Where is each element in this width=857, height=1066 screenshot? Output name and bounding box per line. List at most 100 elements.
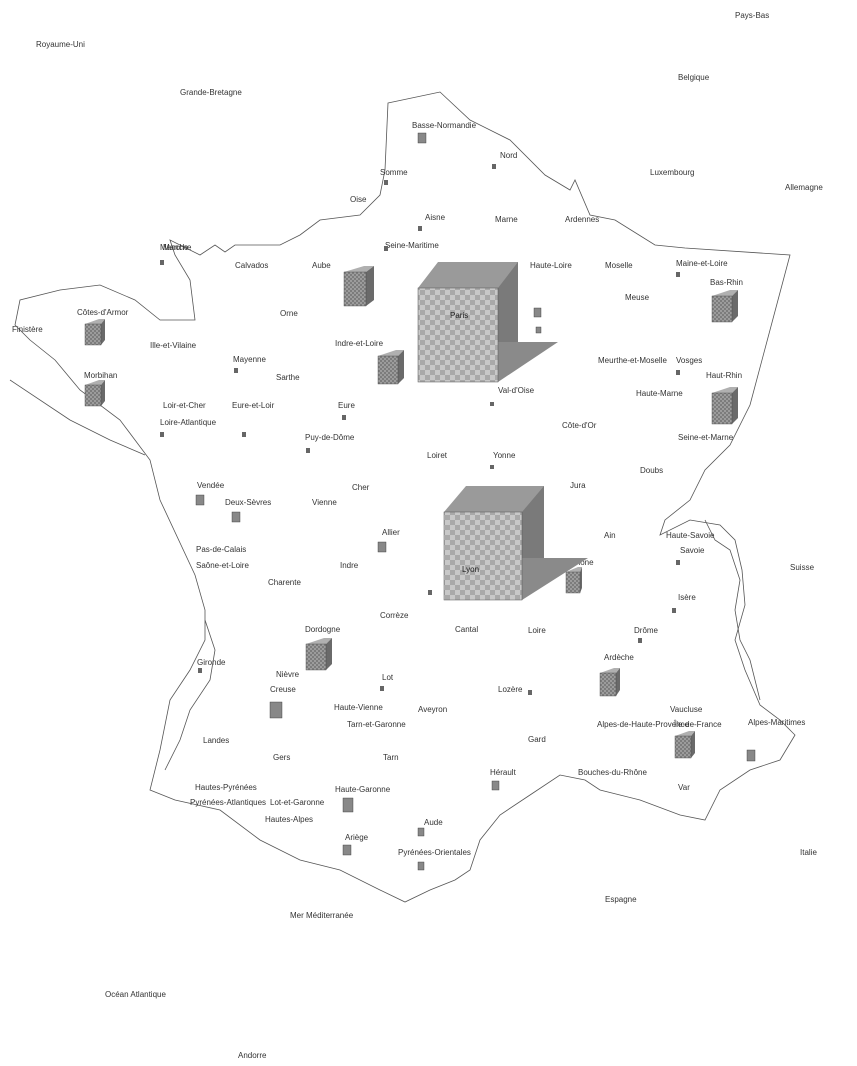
region-label: Aveyron: [418, 705, 447, 714]
region-label: Pyrénées-Orientales: [398, 848, 471, 857]
region-label: Alpes-de-Haute-Provence: [597, 720, 690, 729]
region-label: Haute-Loire: [530, 261, 572, 270]
region-label: Meuse: [625, 293, 650, 302]
region-label: Loir-et-Cher: [163, 401, 206, 410]
cube-paris-top: [418, 262, 518, 288]
region-label: Puy-de-Dôme: [305, 433, 355, 442]
region-label: Pyrénées-Atlantiques: [190, 798, 266, 807]
marker: [417, 132, 427, 144]
cube-paris-front: [417, 287, 499, 383]
region-label: Deux-Sèvres: [225, 498, 271, 507]
cube-medium: [565, 567, 582, 594]
marker: [377, 541, 387, 553]
label-espagne: Espagne: [605, 895, 637, 904]
marker: [198, 668, 202, 673]
region-label: Ain: [604, 531, 616, 540]
region-label: Côte-d'Or: [562, 421, 597, 430]
region-label: Haute-Vienne: [334, 703, 383, 712]
marker: [672, 608, 676, 613]
marker: [160, 432, 164, 437]
region-label: Finistère: [12, 325, 43, 334]
cube-medium: [711, 290, 738, 323]
region-label: Cantal: [455, 625, 478, 634]
region-label: Haut-Rhin: [706, 371, 742, 380]
cube-lyon-front: [443, 511, 523, 601]
marker: [195, 494, 205, 506]
cube-paris-shadow: [498, 342, 558, 382]
marker: [160, 260, 164, 265]
region-label: Doubs: [640, 466, 663, 475]
region-label: Basse-Normandie: [412, 121, 477, 130]
region-label: Vaucluse: [670, 705, 703, 714]
region-label: Landes: [203, 736, 229, 745]
region-label: Ille-et-Vilaine: [150, 341, 197, 350]
marker: [380, 686, 384, 691]
marker: [306, 448, 310, 453]
marker: [746, 749, 756, 762]
region-label: Cher: [352, 483, 370, 492]
marker: [491, 780, 500, 791]
region-label: Lot: [382, 673, 394, 682]
region-label: Gers: [273, 753, 290, 762]
region-label: Manche: [163, 243, 192, 252]
region-label: Indre-et-Loire: [335, 339, 384, 348]
marker: [342, 797, 354, 813]
region-label: Loiret: [427, 451, 448, 460]
region-label: Loire-Atlantique: [160, 418, 217, 427]
region-label: Aube: [312, 261, 331, 270]
region-label: Sarthe: [276, 373, 300, 382]
region-label: Lozère: [498, 685, 523, 694]
marker: [417, 827, 425, 837]
region-label: Maine-et-Loire: [676, 259, 728, 268]
region-label: Gard: [528, 735, 546, 744]
marker: [418, 226, 422, 231]
region-label: Eure: [338, 401, 355, 410]
region-label: Pas-de-Calais: [196, 545, 246, 554]
region-label: Val-d'Oise: [498, 386, 535, 395]
cube-lyon-shadow: [522, 558, 588, 600]
marker: [638, 638, 642, 643]
region-label: Ardèche: [604, 653, 634, 662]
region-label: Saône-et-Loire: [196, 561, 249, 570]
france-outline: [14, 91, 796, 903]
region-label: Bouches-du-Rhône: [578, 768, 647, 777]
region-label: Moselle: [605, 261, 633, 270]
region-labels: Basse-Normandie Nord Somme Aisne Oise Ar…: [12, 121, 805, 857]
marker: [417, 861, 425, 871]
region-label: Vosges: [676, 356, 702, 365]
marker: [490, 402, 494, 406]
marker: [676, 272, 680, 277]
region-label: Oise: [350, 195, 367, 204]
region-label: Rhône: [570, 558, 594, 567]
region-label: Eure-et-Loir: [232, 401, 275, 410]
marker: [490, 465, 494, 469]
outside-labels: Pays-Bas Royaume-Uni Grande-Bretagne Bel…: [36, 11, 823, 1060]
region-label: Lot-et-Garonne: [270, 798, 325, 807]
cube-medium: [674, 731, 695, 759]
cube-medium: [343, 266, 374, 307]
region-label: Var: [678, 783, 690, 792]
marker: [492, 164, 496, 169]
cube-medium: [84, 380, 105, 407]
region-label: Haute-Garonne: [335, 785, 391, 794]
marker: [342, 415, 346, 420]
region-label: Indre: [340, 561, 359, 570]
cube-lyon-label: Lyon: [462, 565, 479, 574]
region-label: Hérault: [490, 768, 517, 777]
region-label: Tarn: [383, 753, 399, 762]
marker: [242, 432, 246, 437]
region-label: Calvados: [235, 261, 268, 270]
region-label: Île-de-France: [673, 720, 722, 729]
region-label: Yonne: [493, 451, 516, 460]
region-label: Seine-Maritime: [385, 241, 439, 250]
region-label: Mayenne: [233, 355, 266, 364]
region-label: Orne: [280, 309, 298, 318]
label-manche: Manche: [160, 243, 189, 252]
region-label: Nord: [500, 151, 517, 160]
border-spain: [164, 619, 216, 771]
region-label: Seine-et-Marne: [678, 433, 734, 442]
region-label: Côtes-d'Armor: [77, 308, 129, 317]
region-label: Vendée: [197, 481, 225, 490]
marker: [234, 368, 238, 373]
